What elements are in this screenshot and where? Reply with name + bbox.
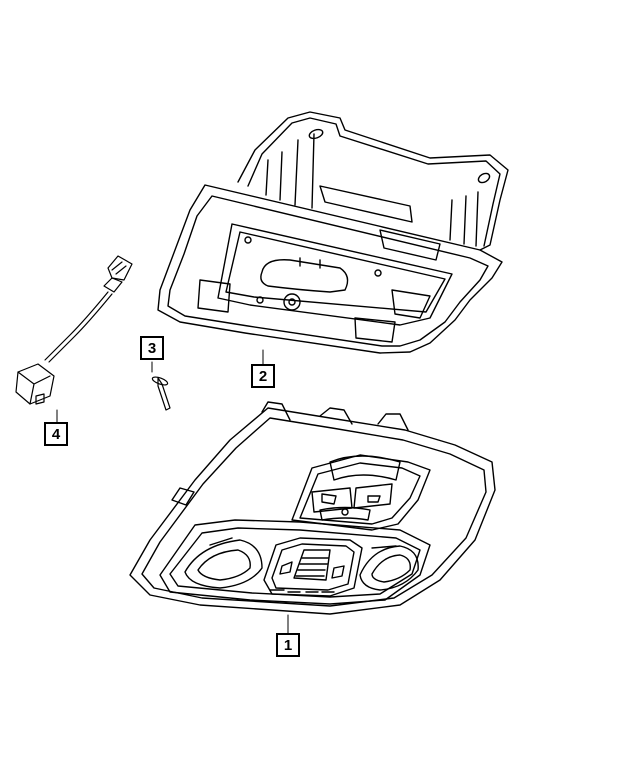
push-pin-fastener [151, 361, 171, 411]
callout-1: 1 [276, 633, 300, 657]
callout-2: 2 [251, 364, 275, 388]
console-bracket [157, 111, 509, 365]
overhead-console [129, 401, 496, 634]
callout-4: 4 [44, 422, 68, 446]
wiring-harness [15, 255, 133, 423]
callout-3: 3 [140, 336, 164, 360]
